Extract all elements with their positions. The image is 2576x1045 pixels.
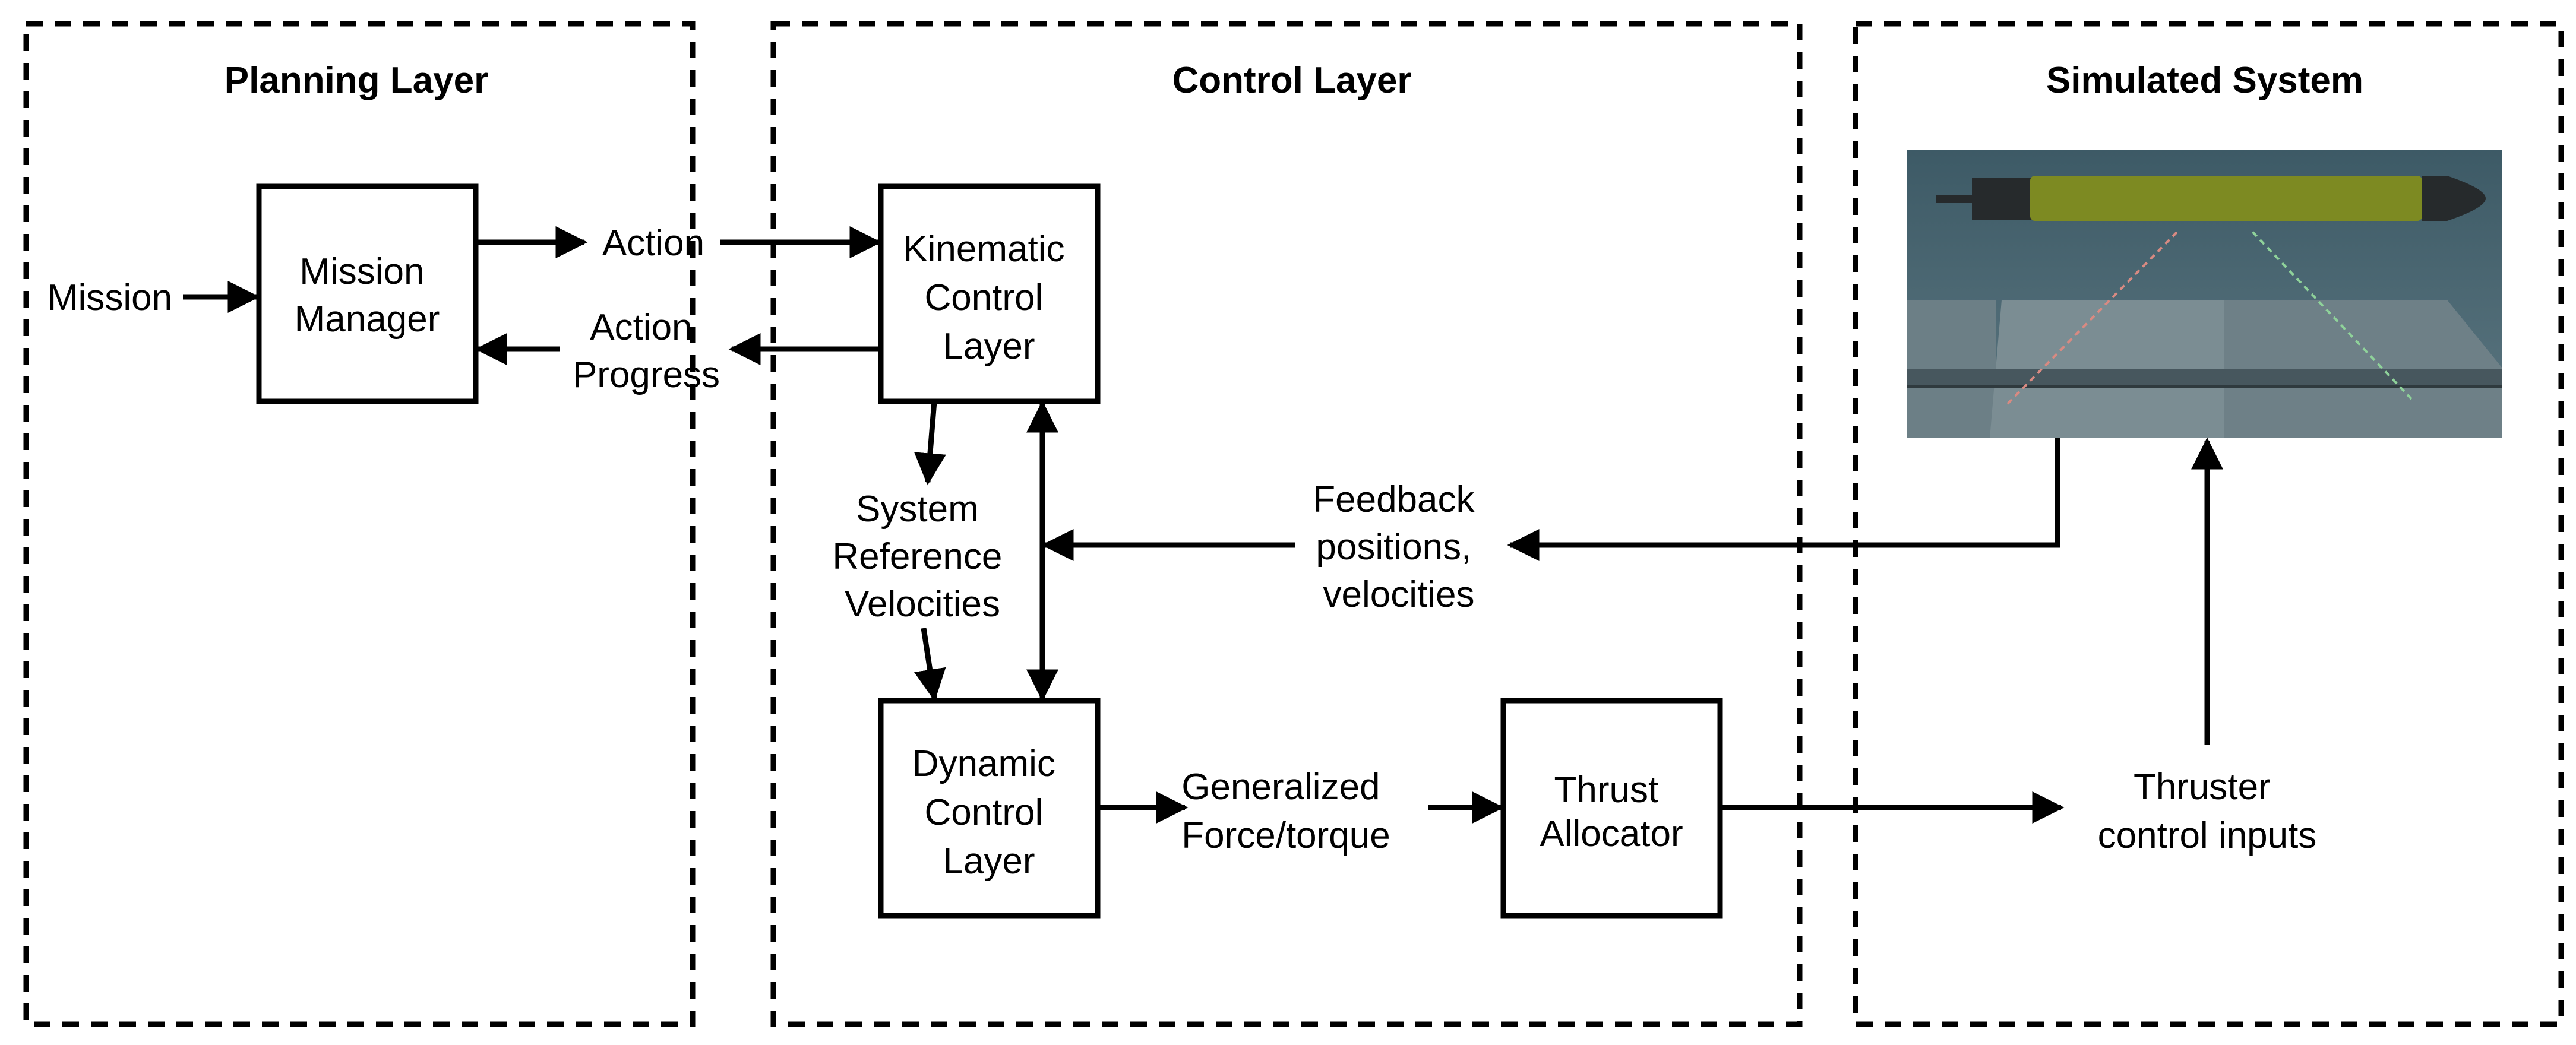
- thrust-allocator-label: Thrust Allocator: [1540, 770, 1683, 854]
- thrust-allocator-box: [1500, 698, 1723, 919]
- action-label: Action: [602, 223, 704, 264]
- thruster-control-inputs-label: Thruster control inputs: [2098, 767, 2317, 856]
- dynamic-control-layer-label: Dynamic Control Layer: [912, 743, 1066, 882]
- planning-layer-region: [23, 21, 696, 1027]
- simulated-system-region: [1853, 21, 2564, 1027]
- kinematic-control-layer-box: [878, 183, 1101, 404]
- control-layer-title: Control Layer: [1172, 60, 1411, 101]
- simulation-render-image: [1907, 150, 2502, 438]
- action-progress-label: Action Progress: [573, 307, 720, 395]
- mission-label: Mission: [48, 277, 172, 318]
- feedback-label: Feedback positions, velocities: [1313, 479, 1485, 615]
- reference-to-dynamic-arrow: [914, 628, 946, 702]
- control-layer-region: [770, 21, 1803, 1027]
- kinematic-control-layer-label: Kinematic Control Layer: [903, 229, 1074, 367]
- mission-manager-box: [256, 183, 479, 404]
- generalized-force-torque-label: Generalized Force/torque: [1181, 767, 1390, 856]
- kinematic-to-reference-arrow: [914, 401, 946, 486]
- mission-manager-label: Mission Manager: [295, 251, 440, 340]
- system-reference-velocities-label: System Reference Velocities: [832, 489, 1012, 625]
- planning-layer-title: Planning Layer: [225, 60, 488, 101]
- simulation-feedback-arrow: [1507, 438, 2060, 561]
- simulated-system-title: Simulated System: [2046, 60, 2363, 101]
